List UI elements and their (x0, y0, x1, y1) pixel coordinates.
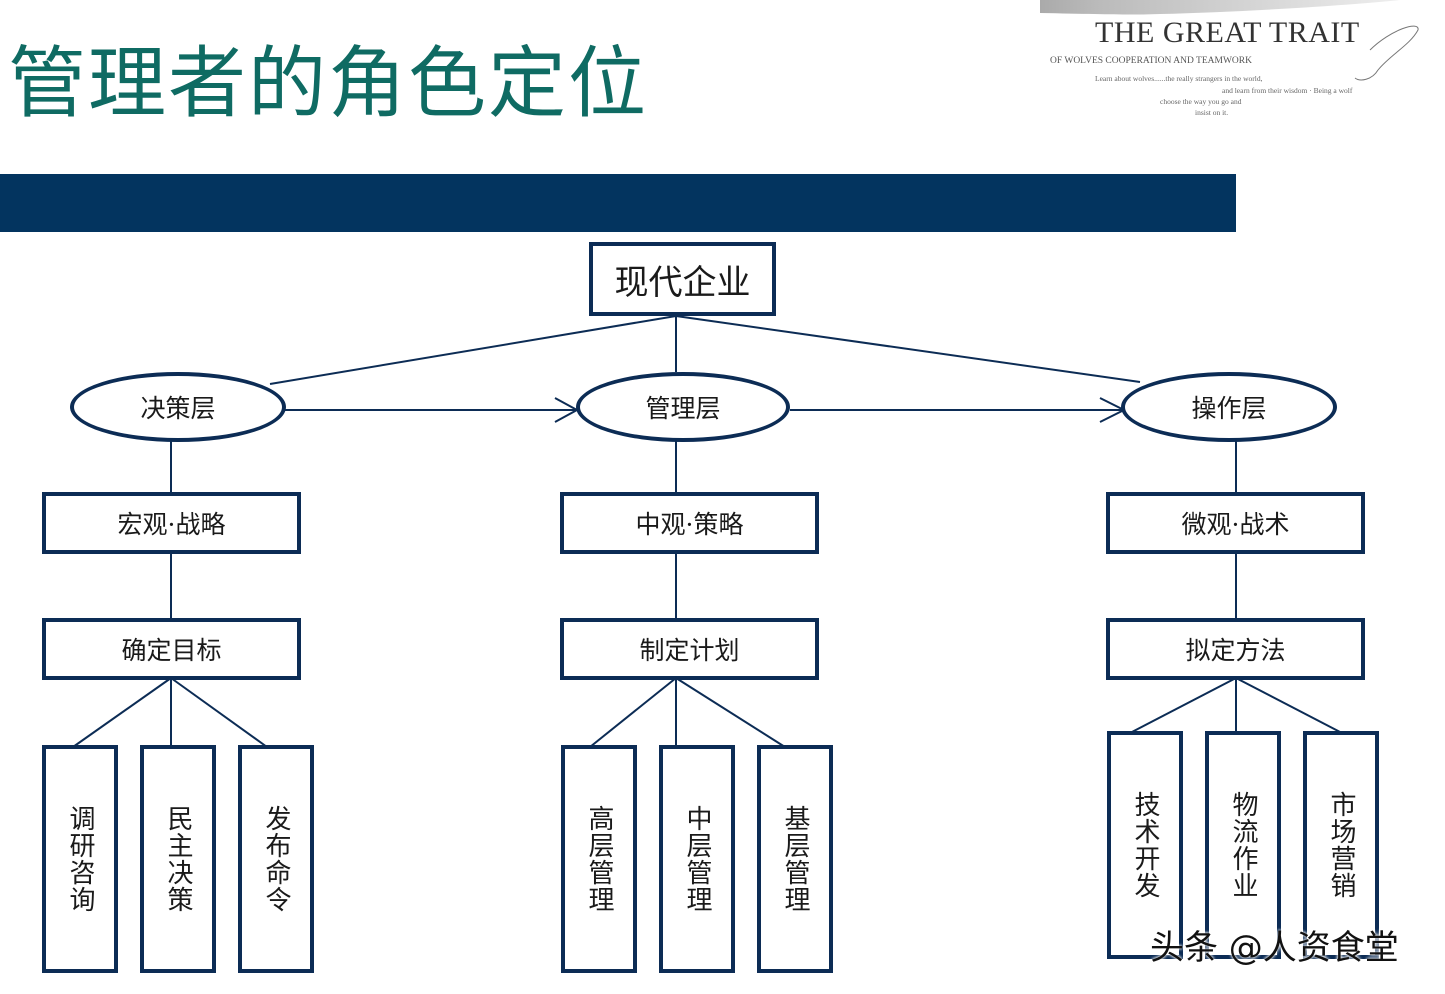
leaf-box: 物流作业 (1205, 731, 1281, 959)
brand-line-4: insist on it. (1195, 108, 1229, 117)
layer-node-operation: 操作层 (1121, 372, 1337, 442)
task-box-make-plans: 制定计划 (560, 618, 819, 680)
leaf-box: 民主决策 (140, 745, 216, 973)
wolf-logo-graphic (1040, 0, 1419, 81)
leaf-box: 中层管理 (659, 745, 735, 973)
brand-line-1: Learn about wolves......the really stran… (1095, 74, 1263, 83)
leaf-box: 调研咨询 (42, 745, 118, 973)
watermark: 头条 @人资食堂 (1150, 928, 1399, 968)
level-box-micro: 微观·战术 (1106, 492, 1365, 554)
leaf-box: 市场营销 (1303, 731, 1379, 959)
task-box-define-methods: 拟定方法 (1106, 618, 1365, 680)
brand-subtitle: OF WOLVES COOPERATION AND TEAMWORK (1050, 56, 1252, 66)
leaf-box: 技术开发 (1107, 731, 1183, 959)
brand-title: THE GREAT TRAIT (1095, 16, 1360, 49)
layer-node-decision: 决策层 (70, 372, 286, 442)
leaf-box: 发布命令 (238, 745, 314, 973)
brand-line-2: and learn from their wisdom · Being a wo… (1222, 86, 1353, 95)
page-title: 管理者的角色定位 (8, 39, 649, 129)
root-node: 现代企业 (589, 242, 776, 316)
leaf-box: 高层管理 (561, 745, 637, 973)
header-band (0, 174, 1236, 232)
level-box-meso: 中观·策略 (560, 492, 819, 554)
task-box-set-goals: 确定目标 (42, 618, 301, 680)
layer-node-management: 管理层 (576, 372, 790, 442)
leaf-box: 基层管理 (757, 745, 833, 973)
level-box-macro: 宏观·战略 (42, 492, 301, 554)
brand-line-3: choose the way you go and (1160, 97, 1242, 106)
